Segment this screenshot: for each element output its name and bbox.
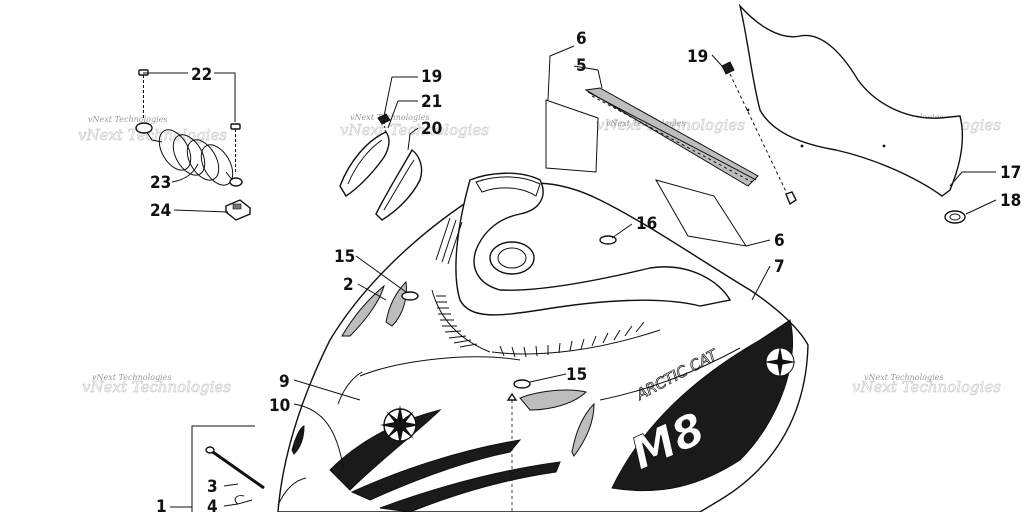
callout-15-upper: 15	[334, 247, 355, 267]
oval-plug-15-upper	[401, 291, 419, 301]
callout-3: 3	[207, 477, 218, 497]
screw-22-left	[138, 69, 149, 120]
watermark-text: vNext Technologies	[864, 373, 943, 382]
screw-19-left	[377, 113, 391, 137]
hinge-pin-3	[205, 446, 265, 490]
windshield-decal-6-right	[654, 179, 748, 247]
callout-23: 23	[150, 173, 171, 193]
callout-7: 7	[774, 257, 785, 277]
callout-18: 18	[1000, 191, 1021, 211]
left-side-louvers	[435, 217, 463, 265]
windshield-trim-5	[584, 87, 759, 187]
watermark-mid-left: vNext Technologies vNext Technologies	[82, 373, 232, 396]
windshield-17	[738, 3, 964, 197]
callout-21: 21	[421, 92, 442, 112]
mesh-decal-2	[385, 280, 407, 327]
crosshair-logo	[380, 405, 420, 445]
callout-2: 2	[343, 275, 354, 295]
watermark-ghost: vNext Technologies	[78, 126, 227, 144]
watermark-text: vNext Technologies	[350, 113, 429, 122]
windshield-decal-6-left	[545, 99, 599, 173]
callout-24: 24	[150, 201, 171, 221]
coil-cord-23	[135, 122, 243, 187]
vent-louvers	[431, 289, 661, 358]
grommet-18	[944, 210, 966, 224]
callout-19-left: 19	[421, 67, 442, 87]
screw-19-windshield	[721, 61, 797, 206]
hood-assembly: M8 ARCTIC CAT	[277, 172, 809, 513]
callout-10: 10	[269, 396, 290, 416]
callout-16: 16	[636, 214, 657, 234]
leader-lines	[143, 45, 997, 512]
cotter-pin-4	[234, 495, 253, 505]
oval-plug-15-lower	[513, 379, 531, 389]
callout-6-top: 6	[576, 29, 587, 49]
watermark-ghost: vNext Technologies	[82, 378, 231, 396]
vent-bracket-assembly	[339, 113, 423, 221]
bracket-20	[339, 131, 423, 221]
callout-1: 1	[156, 497, 167, 512]
graphic-stripe-lower	[379, 461, 561, 513]
watermark-top-center: vNext Technologies vNext Technologies	[340, 113, 490, 139]
watermark-ghost: vNext Technologies	[852, 378, 1001, 396]
callout-9: 9	[279, 372, 290, 392]
crosshair-logo-right	[764, 346, 796, 378]
callout-5: 5	[576, 56, 587, 76]
callout-20: 20	[421, 119, 442, 139]
bracket-1	[191, 425, 255, 512]
callout-19-right: 19	[687, 47, 708, 67]
watermark-top-left: vNext Technologies vNext Technologies	[78, 115, 228, 144]
clip-24	[224, 199, 252, 221]
watermark-ghost: vNext Technologies	[596, 116, 745, 134]
graphic-stripe	[350, 439, 522, 501]
callout-22: 22	[191, 65, 212, 85]
mesh-right-small	[571, 402, 595, 457]
watermark-mid-right: vNext Technologies vNext Technologies	[852, 373, 1002, 396]
callout-17: 17	[1000, 163, 1021, 183]
mesh-center	[519, 389, 587, 411]
callout-numbers: 22 23 24 19 21 20 6 5 19 17 18 16 6 7 15…	[150, 29, 1021, 516]
watermark-text: vNext Technologies	[88, 115, 167, 124]
watermark-text: vNext Technologies	[92, 373, 171, 382]
callout-15-lower: 15	[566, 365, 587, 385]
callout-6-right: 6	[774, 231, 785, 251]
screw-22-right	[230, 123, 241, 172]
mesh-side-left	[341, 284, 385, 337]
callout-4: 4	[207, 497, 218, 512]
tether-cord-assembly	[135, 69, 252, 221]
